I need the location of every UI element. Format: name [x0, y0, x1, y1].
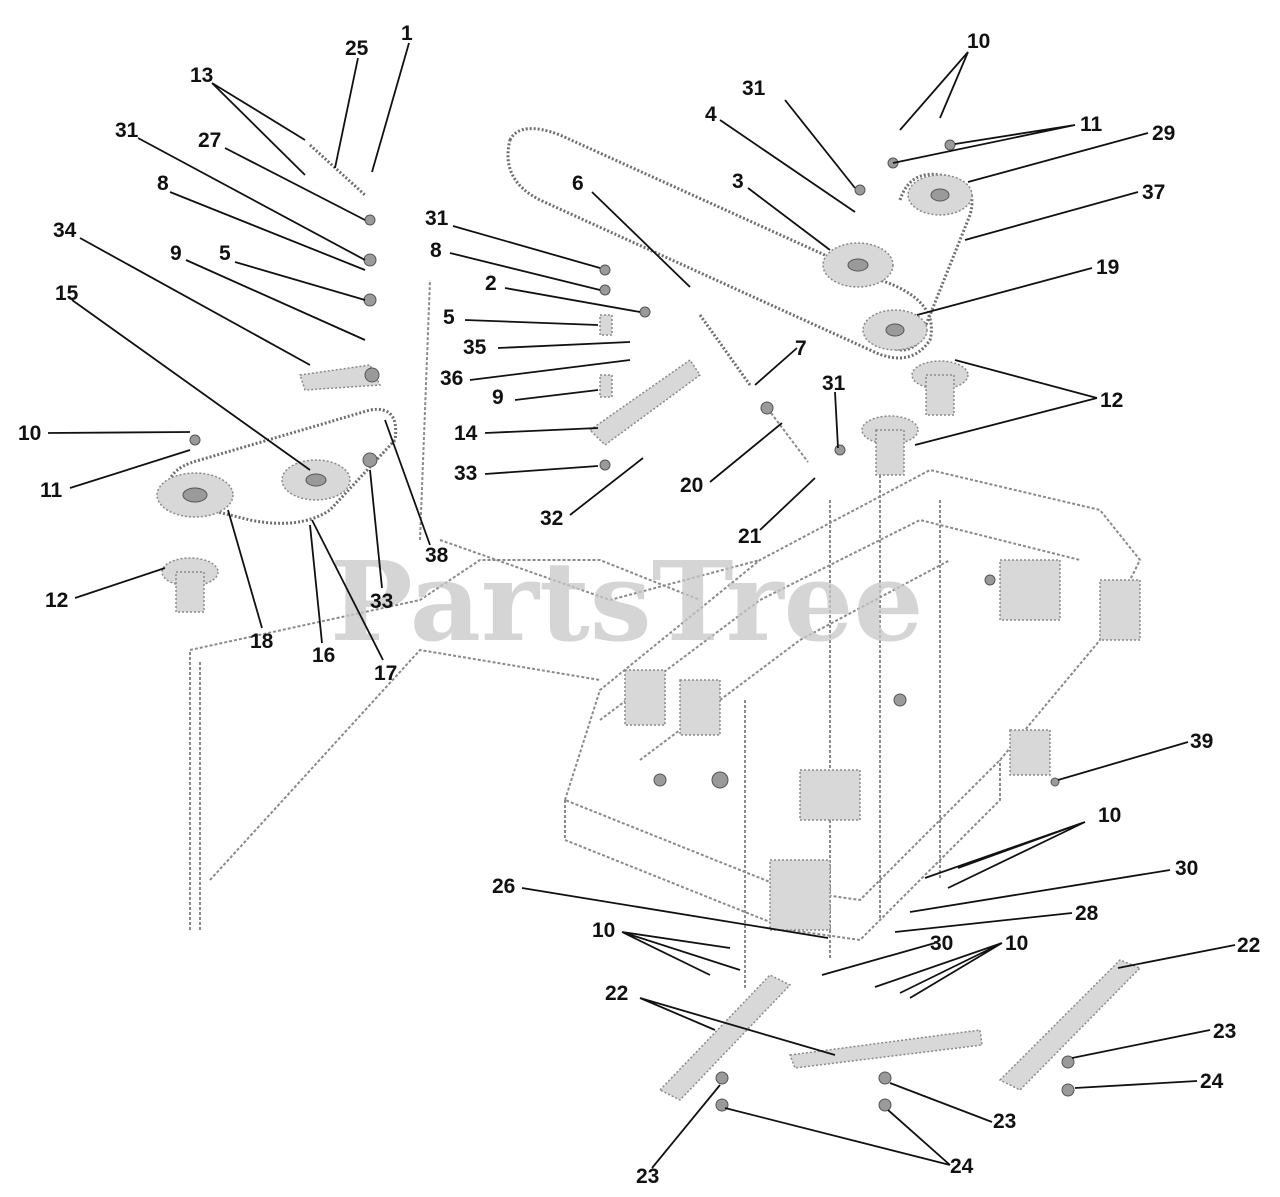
callout-25: 25	[345, 37, 369, 60]
callout-22: 22	[605, 982, 628, 1005]
callout-35: 35	[463, 336, 487, 359]
callout-2: 2	[485, 272, 497, 295]
callout-10: 10	[18, 422, 41, 445]
callout-11: 11	[40, 479, 63, 502]
callout-23: 23	[636, 1165, 659, 1188]
callout-20: 20	[680, 474, 703, 497]
callout-13: 13	[190, 64, 213, 87]
callout-31: 31	[742, 77, 766, 100]
callout-8: 8	[157, 172, 169, 195]
callout-24: 24	[1200, 1070, 1224, 1093]
callout-10: 10	[967, 30, 990, 53]
callout-26: 26	[492, 875, 515, 898]
callout-34: 34	[53, 219, 77, 242]
callout-31: 31	[425, 207, 449, 230]
callout-21: 21	[738, 525, 762, 548]
callout-9: 9	[492, 386, 504, 409]
callout-8: 8	[430, 239, 442, 262]
callout-3: 3	[732, 170, 744, 193]
callout-32: 32	[540, 507, 563, 530]
callout-12: 12	[1100, 389, 1123, 412]
callout-37: 37	[1142, 181, 1165, 204]
belt-and-pulleys-drawing	[156, 127, 974, 613]
callout-23: 23	[1213, 1020, 1236, 1043]
callout-30: 30	[930, 932, 953, 955]
leader-lines	[47, 42, 1236, 1169]
callout-22: 22	[1237, 934, 1260, 957]
callout-7: 7	[795, 337, 807, 360]
deck-frame-drawing	[189, 279, 1142, 990]
callout-36: 36	[440, 367, 463, 390]
callout-4: 4	[705, 103, 717, 126]
callout-24: 24	[950, 1155, 974, 1178]
callout-39: 39	[1190, 730, 1213, 753]
callout-33: 33	[454, 462, 477, 485]
callout-38: 38	[425, 544, 449, 567]
callout-19: 19	[1096, 256, 1119, 279]
callout-1: 1	[401, 22, 413, 45]
callout-10: 10	[1005, 932, 1028, 955]
callout-16: 16	[312, 644, 335, 667]
callout-31: 31	[822, 372, 846, 395]
callout-18: 18	[250, 630, 274, 653]
callout-33: 33	[370, 590, 393, 613]
callout-23: 23	[993, 1110, 1016, 1133]
callout-30: 30	[1175, 857, 1198, 880]
callout-27: 27	[198, 129, 221, 152]
callout-15: 15	[55, 282, 79, 305]
callout-6: 6	[572, 172, 584, 195]
callout-11: 11	[1080, 113, 1103, 136]
callout-12: 12	[45, 589, 68, 612]
callout-10: 10	[592, 919, 615, 942]
callout-10: 10	[1098, 804, 1121, 827]
callout-17: 17	[374, 662, 397, 685]
watermark: PartsTree	[330, 537, 924, 666]
callout-9: 9	[170, 242, 182, 265]
callout-14: 14	[454, 422, 478, 445]
callout-29: 29	[1152, 122, 1175, 145]
callout-28: 28	[1075, 902, 1099, 925]
callout-31: 31	[115, 119, 139, 142]
callout-5: 5	[219, 242, 231, 265]
callout-5: 5	[443, 306, 455, 329]
callout-labels: 1 25 13 31 27 8 34 9 5 15 10 11 12 18 16…	[18, 22, 1260, 1188]
